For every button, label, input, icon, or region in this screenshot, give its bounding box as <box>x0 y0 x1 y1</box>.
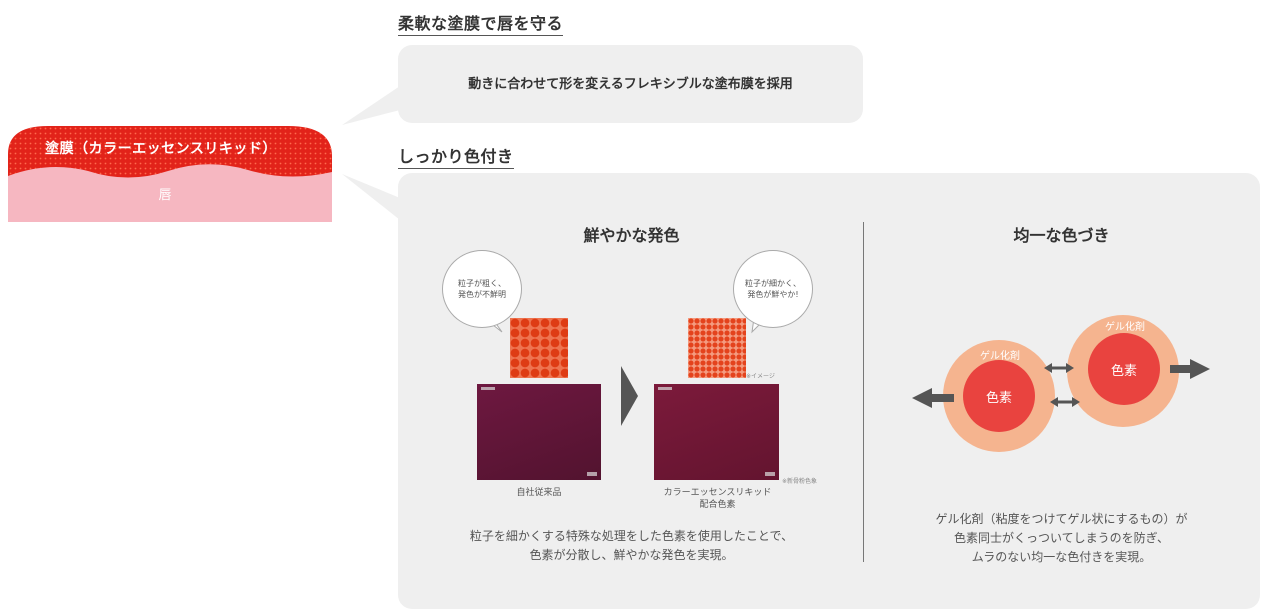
double-arrow-top-icon <box>1044 363 1074 373</box>
caption-conventional-product: 自社従来品 <box>516 488 562 498</box>
pigment-core-right: 色素 <box>1088 333 1160 405</box>
pointer-shapes <box>342 86 400 220</box>
desc-even-line-1: ゲル化剤（粘度をつけてゲル状にするもの）が <box>935 512 1188 526</box>
color-note: ※新骨粉色象 <box>782 478 818 485</box>
caption-right-line-2: 配合色素 <box>699 500 736 511</box>
gel-arrows <box>912 359 1210 408</box>
heading-color-payoff: しっかり色付き <box>398 143 514 169</box>
description-vivid-color: 粒子を細かくする特殊な処理をした色素を使用したことで、 色素が分散し、鮮やかな発… <box>398 527 865 565</box>
coarse-particle-swatch <box>510 318 568 378</box>
conventional-product-swatch <box>477 384 601 480</box>
gel-label-right: ゲル化剤 <box>1105 322 1145 333</box>
heading-flexible-coating: 柔軟な塗膜で唇を守る <box>398 10 564 36</box>
desc-vivid-line-2: 色素が分散し、鮮やかな発色を実現。 <box>529 548 734 563</box>
bubble-left-line-2: 発色が不鮮明 <box>458 290 506 299</box>
panel-flexible-coating: 動きに合わせて形を変えるフレキシブルな塗布膜を採用 <box>398 45 863 123</box>
gel-label-left: ゲル化剤 <box>980 351 1020 362</box>
image-note: ※イメージ <box>746 373 775 380</box>
arrow-right-outward-icon <box>1170 359 1210 379</box>
arrow-right-icon <box>621 366 638 426</box>
fine-particle-swatch <box>688 318 746 378</box>
lip-illustration <box>8 126 332 222</box>
bubble-right-line-1: 粒子が細かく、 <box>745 278 801 288</box>
flexible-coating-text: 動きに合わせて形を変えるフレキシブルな塗布膜を採用 <box>468 77 793 92</box>
caption-essence-liquid: カラーエッセンスリキッド 配合色素 <box>640 487 795 511</box>
bubble-coarse-particles: 粒子が粗く、発色が不鮮明 <box>442 250 522 328</box>
description-even-color: ゲル化剤（粘度をつけてゲル状にするもの）が 色素同士がくっついてしまうのを防ぎ、… <box>863 510 1260 568</box>
arrow-left-icon <box>912 388 954 408</box>
desc-even-line-3: ムラのない均一な色付きを実現。 <box>971 550 1152 565</box>
double-arrow-bottom-icon <box>1050 397 1080 407</box>
subheading-vivid-color: 鮮やかな発色 <box>583 226 680 245</box>
pigment-core-left: 色素 <box>963 360 1035 432</box>
panel-divider <box>863 222 864 562</box>
subheading-even-color: 均一な色づき <box>1013 226 1110 245</box>
desc-vivid-line-1: 粒子を細かくする特殊な処理をした色素を使用したことで、 <box>469 529 794 543</box>
caption-right-line-1: カラーエッセンスリキッド <box>663 488 772 498</box>
lip-diagram: 塗膜（カラーエッセンスリキッド） 唇 <box>8 126 332 222</box>
coating-label: 塗膜（カラーエッセンスリキッド） <box>45 141 277 157</box>
lip-label: 唇 <box>158 188 172 203</box>
bubble-fine-particles: 粒子が細かく、発色が鮮やか! <box>733 250 813 328</box>
bubble-left-line-1: 粒子が粗く、 <box>458 278 506 288</box>
essence-liquid-product-swatch <box>654 384 779 480</box>
bubble-right-line-2: 発色が鮮やか! <box>747 290 799 299</box>
desc-even-line-2: 色素同士がくっついてしまうのを防ぎ、 <box>953 531 1170 546</box>
